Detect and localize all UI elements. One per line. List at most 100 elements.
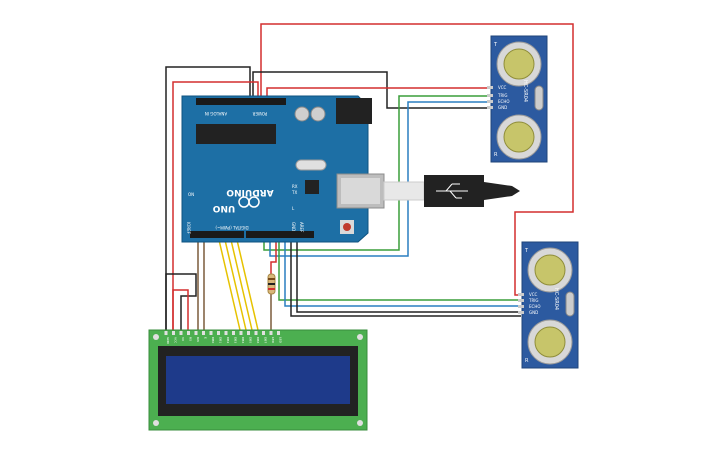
sensor-bottom-pins [518,293,524,314]
lcd-pin-label: DB2 [226,337,230,343]
lcd-pin[interactable] [232,331,235,335]
small-chip [305,180,319,194]
lcd-pin[interactable] [202,331,205,335]
header-power-top [236,98,286,105]
sensor-top-transducer-t [496,41,542,87]
lcd-pin[interactable] [217,331,220,335]
sensor-bottom-label-r: R [525,358,529,364]
lcd-pin-label: DB4 [241,337,245,343]
wire-lcd-gnd-loop [165,273,197,330]
lcd-mount-hole-4 [357,420,363,426]
wire-echo-bottom [284,240,521,307]
sensor-top-pin-vcc: VCC [498,85,507,90]
sensor-bottom-crystal [565,291,575,317]
lcd-pin[interactable] [164,331,168,335]
lcd-pin-label: DB7 [264,337,268,343]
lcd-mount-hole-2 [357,334,363,340]
lcd-pin[interactable] [179,331,183,335]
sensor-top-pin-trig: TRIG [497,93,508,98]
label-l: L [292,206,295,211]
atmega-chip [196,124,276,144]
wire-5v-left [172,81,259,330]
lcd-pin-label: E [204,337,208,339]
lcd-pin[interactable] [224,331,228,335]
lcd-pin[interactable] [209,331,213,335]
sensor-bottom-pin-echo: ECHO [529,304,540,309]
sensor-top-transducer-r [496,114,542,160]
usb-cable-strain [484,182,520,200]
header-digital-bottom-1 [190,231,244,238]
sensor-top-label-r: R [494,152,498,158]
sensor-bottom-transducer-r [527,319,573,365]
lcd-pin[interactable] [172,331,175,335]
lcd-mount-hole-1 [153,334,159,340]
arduino-power-jack [336,98,372,124]
ultrasonic-sensor-bottom[interactable]: HC-SR04 VCC TRIG ECHO GND T R [518,241,579,369]
lcd-pin[interactable] [254,331,258,335]
label-power: POWER [252,111,267,116]
lcd-pin[interactable] [239,331,243,335]
label-gnd: GND [291,222,296,231]
label-tx: TX [291,190,297,195]
wire-led-gnd [270,240,277,274]
lcd-pin-label: DB1 [219,337,223,343]
header-digital-bottom-2 [246,231,314,238]
wire-echo-top [269,101,491,257]
arduino-model-label: UNO [212,203,235,213]
lcd-pin-label: RW [196,337,200,342]
label-rx: RX [292,184,298,189]
sensor-top-label-t: T [493,42,498,48]
usb-cable [383,175,520,207]
wire-gnd-bottom-2 [296,240,521,313]
lcd-pin[interactable] [262,331,265,335]
lcd-pin-label: DB3 [234,337,238,343]
wire-lcd-vcc-loop [172,289,189,330]
sensor-top-model: HC-SR04 [522,80,528,102]
sensor-top-crystal [534,85,544,111]
sensor-bottom-pin-vcc: VCC [529,292,538,297]
label-on: ON [188,192,194,197]
lcd-mount-hole-3 [153,420,159,426]
lcd-pin[interactable] [194,331,198,335]
wire-trig-bottom [278,240,521,301]
lcd-pin-label: DB6 [256,337,260,343]
lcd-pin-label: RS [189,337,193,341]
lcd-pin-label: DB0 [211,337,215,343]
reset-button-cap[interactable] [343,223,351,231]
wire-db7 [236,239,259,331]
sensor-top-pin-echo: ECHO [498,99,509,104]
header-analog-top [196,98,236,105]
ultrasonic-sensor-top[interactable]: HC-SR04 VCC TRIG ECHO GND T R [487,35,548,163]
lcd-pin[interactable] [277,331,280,335]
wire-trig-top [263,95,491,251]
wire-db6 [230,239,253,331]
lcd-pin[interactable] [187,331,190,335]
sensor-bottom-pin-gnd: GND [529,310,538,315]
lcd-pin-label: LED [279,337,283,344]
wire-db5 [224,239,247,331]
wire-gnd-left [165,66,251,330]
sensor-bottom-pin-trig: TRIG [528,298,539,303]
sensor-bottom-transducer-t [527,247,573,293]
lcd-pin-label: DB5 [249,337,253,343]
lcd-pin[interactable] [269,331,273,335]
sensor-bottom-label-t: T [524,248,529,254]
wire-5v-top-sensor [260,23,574,296]
lcd-pin-label: V0 [181,337,185,341]
resistor[interactable] [267,273,276,295]
sensor-top-pins [487,86,493,109]
usb-cable-sleeve [383,181,425,201]
arduino-brand-label: ARDUINO [226,187,274,197]
arduino-logo-icon [238,196,260,208]
arduino-uno-board[interactable]: ARDUINO UNO ANALOG IN POWER DIGITAL (PWM… [181,95,385,243]
label-ioref: IOREF [186,222,191,235]
lcd-pin[interactable] [247,331,250,335]
label-analog: ANALOG IN [205,111,227,116]
lcd-pin-header [164,331,280,335]
label-digital: DIGITAL (PWM~) [215,225,249,230]
wire-gnd-bottom [290,240,521,317]
sensor-bottom-model: HC-SR04 [553,288,559,310]
